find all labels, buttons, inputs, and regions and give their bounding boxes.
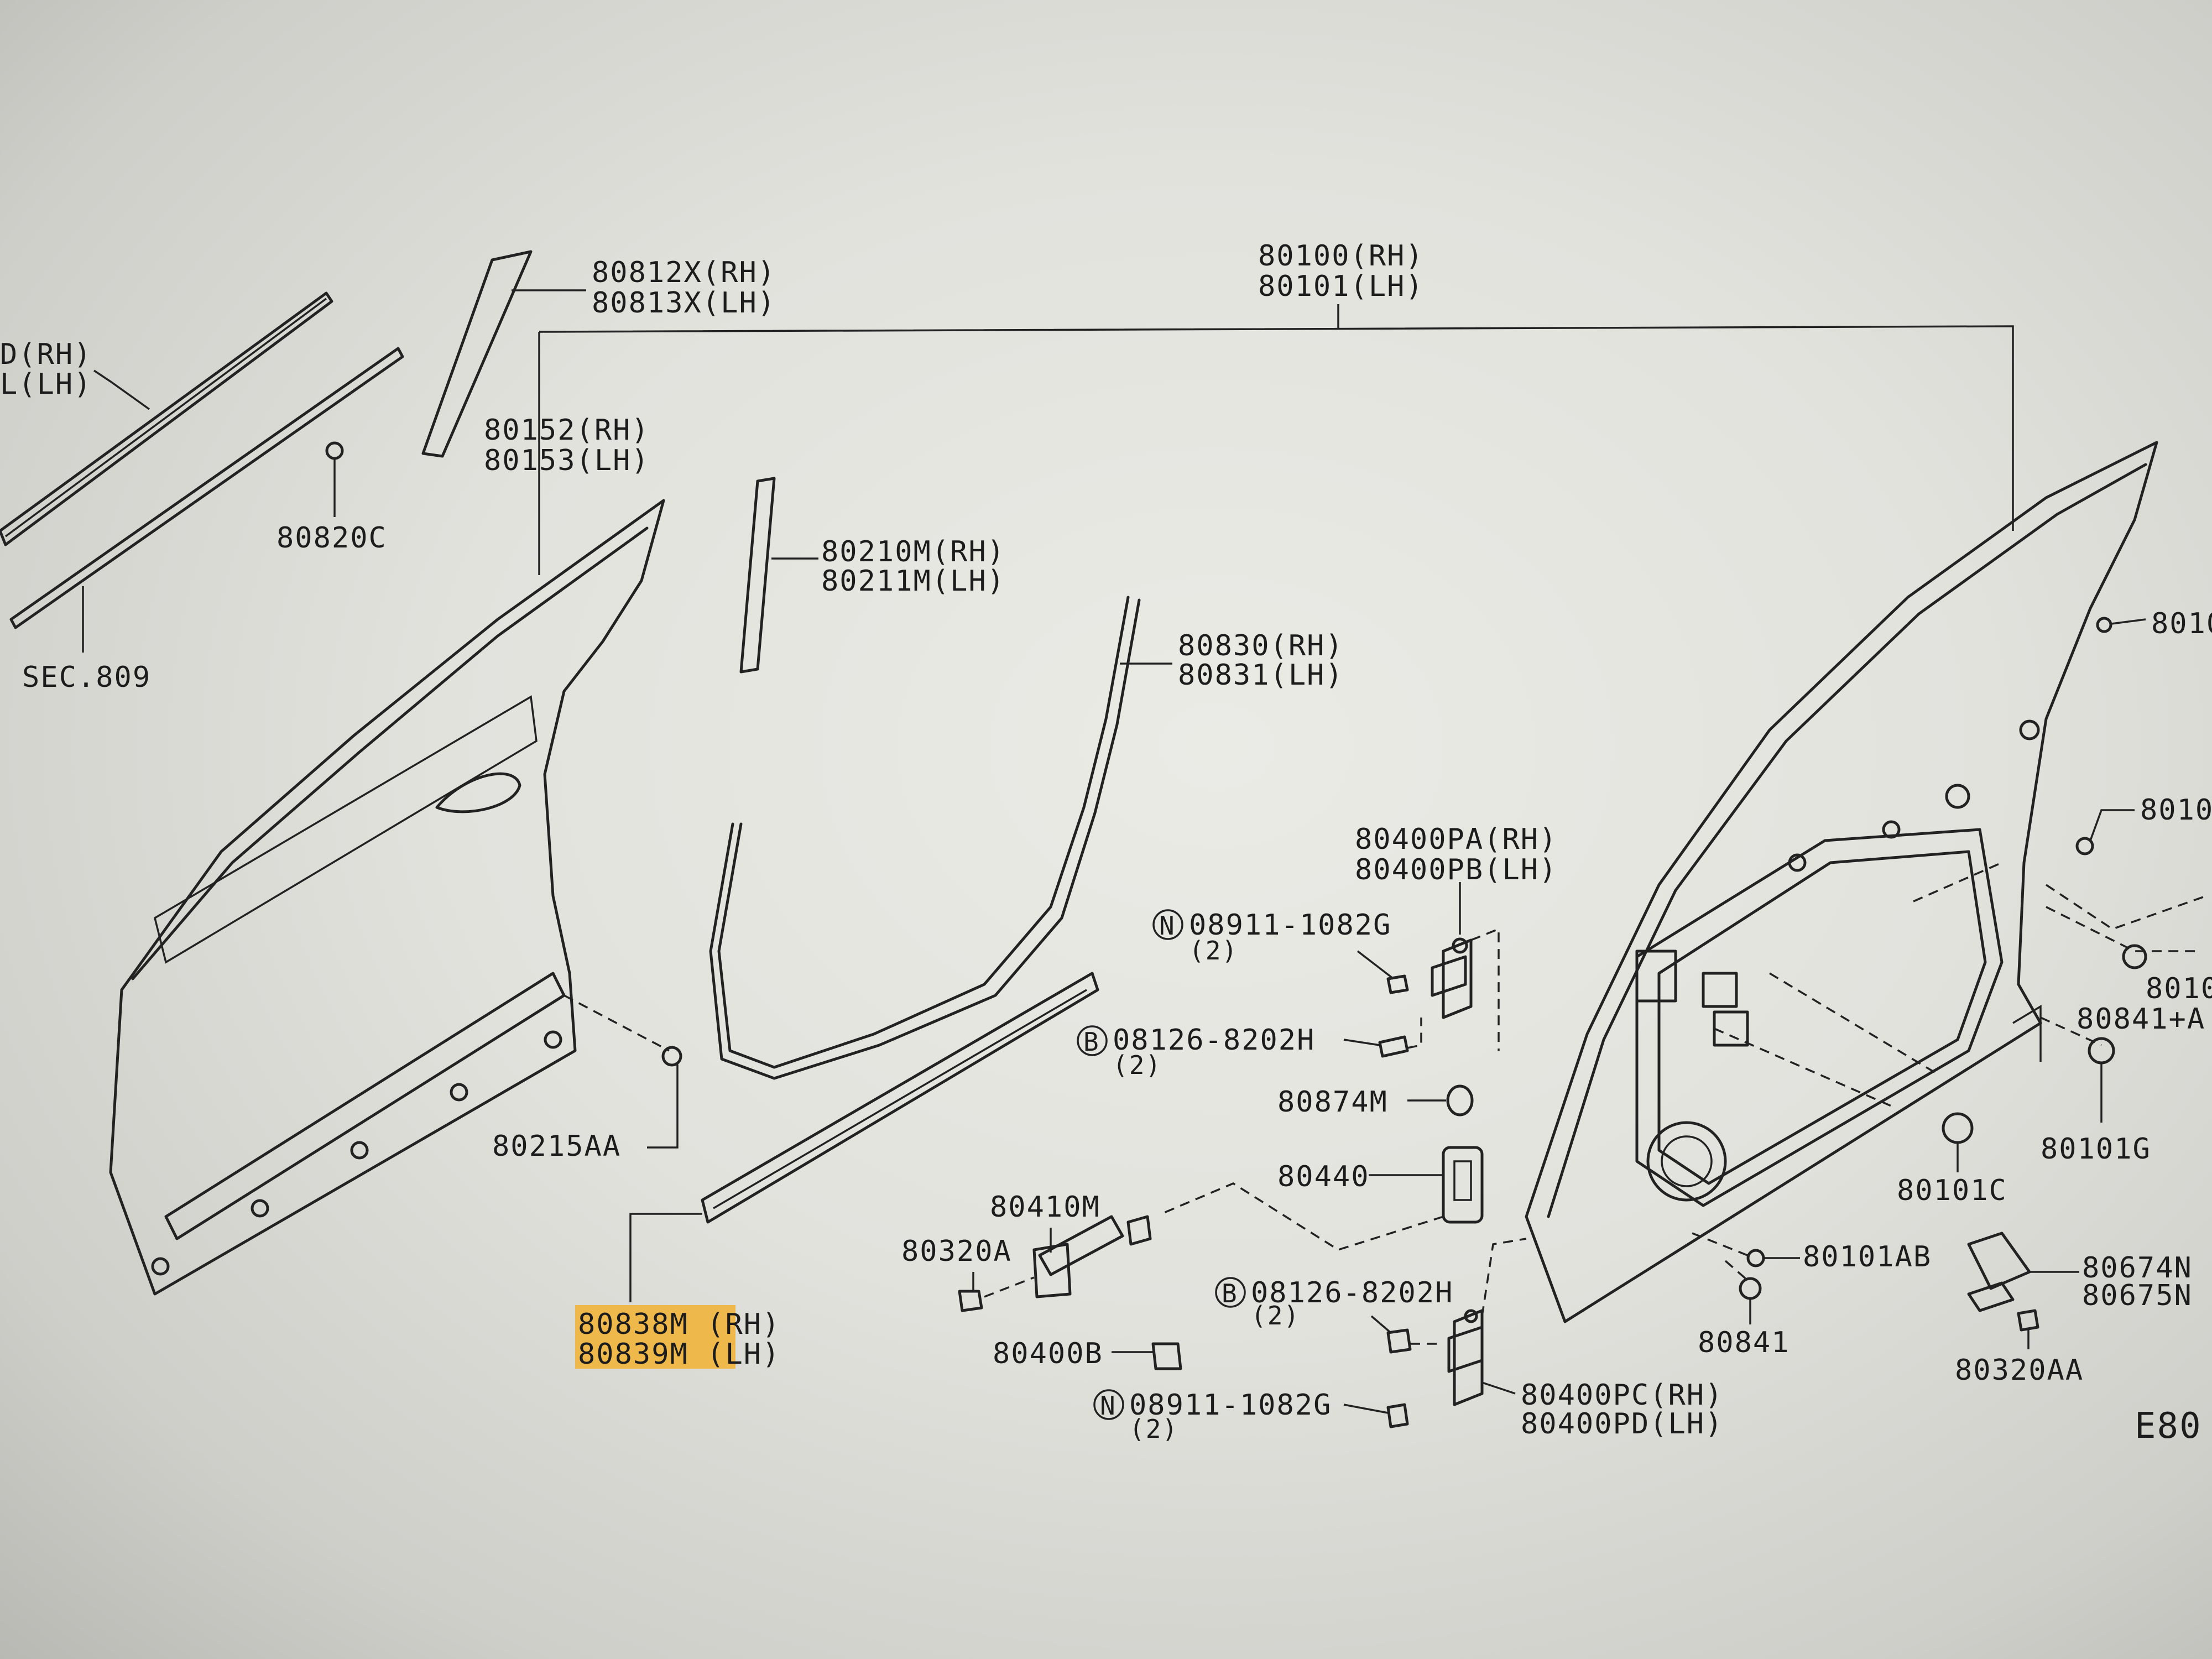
leader-80100 [538,304,2014,575]
screw-80320a [958,1272,1035,1312]
label-partial-lh: L(LH) [0,368,92,401]
n-marker-top: N [1152,909,1183,941]
bolt-08126-bottom [1370,1315,1443,1354]
svg-text:B: B [1222,1279,1238,1308]
label-80841a: 80841+A [2077,1003,2205,1036]
label-80674n: 80674N [2082,1251,2193,1285]
label-80215aa: 80215AA [492,1130,621,1163]
b-marker-top: B [1077,1025,1108,1057]
page-code: E80 [2135,1406,2202,1447]
label-80675n: 80675N [2082,1279,2193,1312]
plug-80841 [1724,1260,1762,1324]
label-80152: 80152(RH) [484,414,650,447]
label-80400pa: 80400PA(RH) [1355,823,1557,856]
lower-hinge [1447,1238,1527,1406]
label-80320a: 80320A [901,1235,1012,1268]
label-80410m: 80410M [990,1191,1100,1224]
label-80820c: 80820C [276,521,387,555]
window-moulding-strips [0,291,404,629]
b-marker-bottom: B [1215,1277,1246,1308]
leader-80838m [629,1213,702,1302]
partition-glass [421,250,533,458]
label-80874m: 80874M [1277,1086,1388,1119]
right-callouts [1942,617,2207,1172]
label-bolt-08126-bottom: 08126-8202H [1251,1276,1453,1310]
bolt-08911-top [1357,950,1409,994]
label-80210m: 80210M(RH) [821,535,1005,568]
label-partial-rh: D(RH) [0,338,92,371]
sill-seal [701,972,1099,1224]
leader-partial [93,369,150,410]
label-sec809: SEC.809 [22,661,151,694]
label-80400b: 80400B [993,1337,1103,1370]
label-80841: 80841 [1698,1326,1790,1359]
label-bolt-08911-bottom-qty: (2) [1129,1414,1178,1444]
label-right-cut-2: 8010 [2140,794,2212,827]
label-bolt-08911-bottom: 08911-1082G [1129,1389,1332,1422]
clip-80820c [325,441,344,517]
label-bolt-08126-top-qty: (2) [1113,1050,1162,1080]
clip-80400b [1112,1342,1182,1370]
n-marker-bottom: N [1093,1389,1124,1421]
label-80400pc: 80400PC(RH) [1521,1379,1723,1412]
label-80211m: 80211M(LH) [821,565,1005,598]
door-weatherstrip [709,596,1141,1080]
label-80101g: 80101G [2041,1133,2151,1166]
label-right-cut-3: 8010 [2146,972,2212,1005]
label-80839m: 80839M (LH) [578,1338,780,1371]
label-80101c: 80101C [1897,1174,2007,1207]
clip-80215aa [647,1046,682,1149]
label-80813x: 80813X(LH) [592,286,776,320]
screw-80320aa [2017,1309,2039,1349]
label-80400pd: 80400PD(LH) [1521,1407,1723,1441]
label-bolt-08126-bottom-qty: (2) [1251,1301,1300,1331]
svg-text:N: N [1100,1391,1117,1421]
striker-80410m [1032,1215,1152,1298]
svg-text:B: B [1083,1027,1100,1057]
sash-moulding [739,477,776,674]
outer-door-panel [109,499,665,1296]
pin-80874m [1407,1084,1474,1117]
label-80100: 80100(RH) [1258,239,1424,273]
plug-80101ab [1692,1232,1800,1267]
label-80830: 80830(RH) [1178,629,1344,662]
label-80838m: 80838M (RH) [578,1308,780,1341]
bolt-08126-top [1343,1018,1422,1058]
label-bolt-08911-top-qty: (2) [1189,936,1238,966]
label-80812x: 80812X(RH) [592,256,776,289]
label-80831: 80831(LH) [1178,659,1344,692]
inner-door-frame [1525,441,2158,1323]
label-80153: 80153(LH) [484,444,650,477]
label-80101ab: 80101AB [1803,1240,1932,1274]
label-bolt-08126-top: 08126-8202H [1113,1024,1315,1057]
label-80400pb: 80400PB(LH) [1355,853,1557,886]
leader-80215aa-dash [564,994,670,1052]
check-link-80440 [1161,1146,1484,1251]
bolt-08911-bottom [1343,1403,1409,1428]
label-80320aa: 80320AA [1955,1354,2084,1387]
label-80101: 80101(LH) [1258,270,1424,303]
upper-hinge [1431,882,1500,1051]
label-80440: 80440 [1277,1160,1370,1193]
label-right-cut-1: 8010 [2151,607,2212,640]
hinge-80674n [1967,1232,2079,1312]
svg-text:N: N [1159,911,1176,941]
highlight-80838m [575,1305,735,1369]
label-bolt-08911-top: 08911-1082G [1189,909,1391,942]
